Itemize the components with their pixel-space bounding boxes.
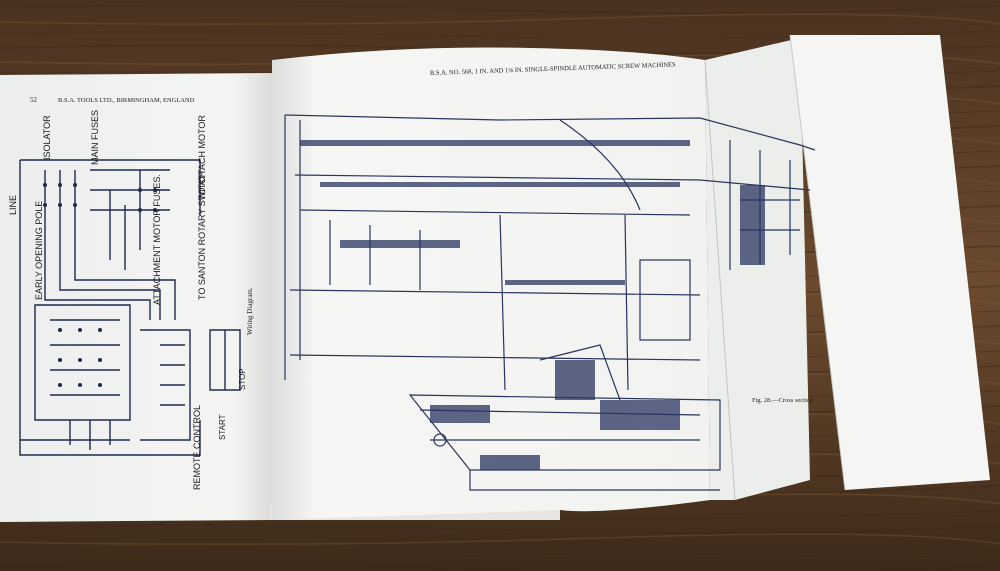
label-line: LINE [8,195,18,215]
label-to-attach-motor: TO ATTACH MOTOR [197,115,207,200]
wiring-diagram [19,159,241,456]
label-to-santon-rotary-switch: TO SANTON ROTARY SWITCH. [197,168,207,300]
fig-callout [433,433,447,447]
caption-wiring-diagram: Wiring Diagram. [246,287,254,335]
page-number: 52 [30,96,38,104]
label-main-fuses: MAIN FUSES [90,110,100,165]
page-header: B.S.A. TOOLS LTD., BIRMINGHAM, ENGLAND [58,97,195,104]
left-page: 52 B.S.A. TOOLS LTD., BIRMINGHAM, ENGLAN… [0,73,560,522]
label-start: START [218,414,227,440]
label-early-opening-pole: EARLY OPENING POLE [34,201,44,300]
label-isolator: ISOLATOR [42,115,52,160]
right-page: B.S.A. NO. 568, 1 IN. AND 1⅝ IN. SINGLE-… [272,34,990,520]
label-attachment-motor-fuses: ATTACHMENT MOTOR FUSES. [152,174,162,305]
label-remote-control: REMOTE CONTROL [192,405,202,490]
figure-caption: Fig. 28.—Cross section [752,397,814,404]
label-stop: STOP [238,368,247,390]
